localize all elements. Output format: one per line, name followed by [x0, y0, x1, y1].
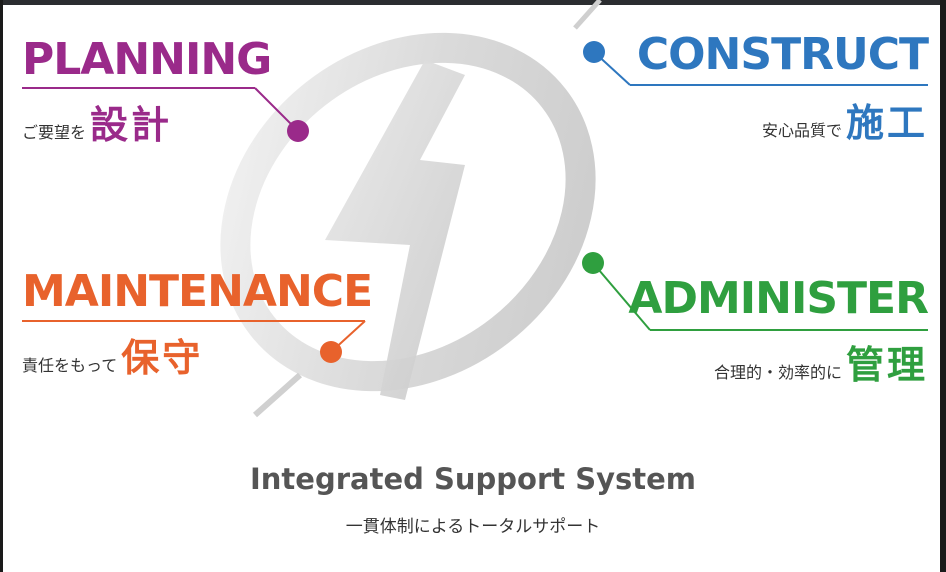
administer-small-text: 合理的・効率的に [713, 363, 842, 382]
administer-subline: 合理的・効率的に 管理 [714, 345, 928, 385]
administer-big-text: 管理 [845, 343, 928, 387]
maintenance-connector [22, 320, 366, 363]
footer-subtitle: 一貫体制によるトータルサポート [345, 517, 601, 537]
construct-subline: 安心品質で 施工 [762, 103, 928, 143]
construct-title: CONSTRUCT [636, 29, 929, 80]
construct-dot [583, 41, 605, 63]
planning-connector [22, 87, 309, 142]
footer-title: Integrated Support System [249, 462, 697, 496]
top-photo-strip [0, 0, 946, 5]
right-border [940, 0, 946, 572]
construct-connector [583, 41, 928, 86]
maintenance-dot [320, 341, 342, 363]
construct-big-text: 施工 [845, 101, 928, 145]
administer-title: ADMINISTER [628, 273, 929, 324]
construct-small-text: 安心品質で [761, 121, 842, 140]
planning-big-text: 設計 [90, 103, 173, 147]
maintenance-big-text: 保守 [121, 336, 204, 380]
planning-small-text: ご要望を [22, 123, 87, 142]
maintenance-small-text: 責任をもって [22, 356, 118, 375]
planning-subline: ご要望を 設計 [22, 105, 172, 145]
maintenance-subline: 責任をもって 保守 [22, 338, 203, 378]
administer-connector [582, 252, 928, 331]
lightning-bolt-icon [325, 60, 465, 400]
lightning-ring-logo [220, 0, 602, 418]
administer-dot [582, 252, 604, 274]
left-border [0, 0, 3, 572]
planning-dot [287, 120, 309, 142]
planning-title: PLANNING [22, 34, 272, 85]
maintenance-title: MAINTENANCE [22, 266, 373, 317]
